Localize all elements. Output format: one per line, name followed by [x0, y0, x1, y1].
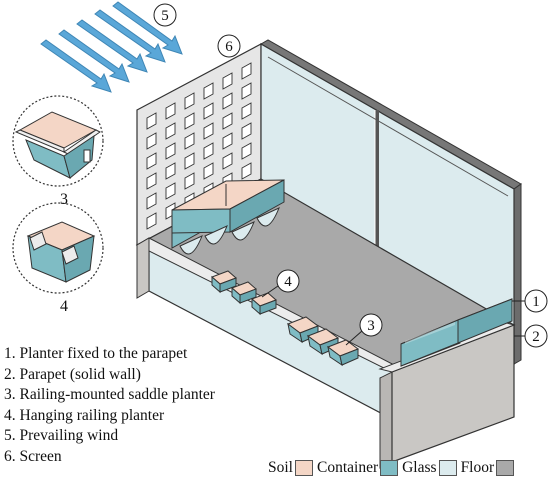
callout-circle-3 [359, 313, 383, 337]
screen-opening [222, 132, 233, 150]
screen-opening [184, 112, 195, 130]
screen-opening [241, 162, 252, 180]
detail-hanging-planter [26, 221, 96, 283]
right-planters [400, 298, 513, 367]
back-frame-post [513, 183, 522, 365]
screen-opening [165, 142, 176, 160]
wind-arrow-3 [76, 19, 148, 73]
legend-item: 4. Hanging railing planter [4, 406, 165, 424]
screen-opening [203, 162, 214, 180]
screen-opening [203, 82, 214, 100]
screen-opening [222, 92, 233, 110]
parapet-front [379, 371, 393, 469]
screen-opening [241, 122, 252, 140]
screen-opening [165, 122, 176, 140]
back-planters [171, 179, 285, 249]
leader-3 [345, 330, 363, 346]
screen-opening [203, 122, 214, 140]
screen-openings [146, 62, 252, 230]
material-legend: Soil Container Glass Floor [268, 457, 518, 479]
material-label-floor: Floor [460, 459, 495, 476]
screen-opening [146, 152, 157, 170]
screen-opening [184, 152, 195, 170]
planter-brackets [179, 207, 280, 255]
wind-arrows [40, 1, 183, 93]
leader-4 [261, 285, 279, 298]
swatch-floor [496, 460, 515, 476]
legend-item: 2. Parapet (solid wall) [4, 365, 141, 383]
screen-opening [222, 72, 233, 90]
screen-opening [146, 192, 157, 210]
legend-item: 5. Prevailing wind [4, 427, 119, 445]
legend-item: 3. Railing-mounted saddle planter [4, 386, 215, 404]
screen-opening [146, 132, 157, 150]
material-label-soil: Soil [268, 459, 293, 476]
callout-3: 3 [367, 318, 375, 334]
parapet-left-side [136, 237, 150, 299]
callout-1: 1 [532, 294, 540, 310]
swatch-soil [294, 460, 313, 476]
glass-frame-inner [267, 56, 509, 197]
wind-arrow-2 [94, 9, 166, 63]
swatch-glass [438, 460, 457, 476]
screen-opening [146, 212, 157, 230]
screen-opening [165, 102, 176, 120]
legend-item: 1. Planter fixed to the parapet [4, 345, 188, 362]
callout-circle-4 [276, 269, 300, 293]
numbered-legend: 1. Planter fixed to the parapet 2. Parap… [4, 344, 215, 468]
material-label-glass: Glass [402, 459, 437, 476]
screen-opening [241, 82, 252, 100]
screen-opening [165, 162, 176, 180]
screen-opening [184, 92, 195, 110]
screen-opening [241, 102, 252, 120]
screen-opening [203, 102, 214, 120]
callout-numbers: 5 6 1 2 3 4 3 4 [60, 8, 540, 345]
detail-saddle-planter [14, 111, 101, 179]
screen-opening [203, 142, 214, 160]
legend-item: 6. Screen [4, 447, 62, 465]
detail-label-3: 3 [60, 191, 68, 208]
screen-opening [222, 112, 233, 130]
callout-4: 4 [284, 274, 292, 290]
swatch-container [380, 460, 399, 476]
screen-opening [184, 132, 195, 150]
wind-arrow-4 [58, 29, 130, 83]
screen-opening [222, 152, 233, 170]
screen-opening [165, 182, 176, 200]
detail-label-4: 4 [60, 298, 68, 315]
callout-circle-5 [153, 3, 177, 27]
hanging-planters [211, 270, 277, 316]
callout-6: 6 [225, 39, 233, 55]
saddle-planters [286, 316, 360, 367]
screen-opening [241, 62, 252, 80]
screen-opening [184, 172, 195, 190]
wind-arrow-5 [40, 39, 112, 93]
callout-circle-6 [217, 34, 241, 58]
callout-2: 2 [532, 329, 540, 345]
wind-arrow-1 [112, 1, 183, 55]
material-label-container: Container [316, 459, 379, 476]
screen-opening [241, 142, 252, 160]
callout-5: 5 [161, 8, 169, 24]
screen-opening [146, 172, 157, 190]
screen-opening [146, 112, 157, 130]
callouts [153, 3, 548, 348]
